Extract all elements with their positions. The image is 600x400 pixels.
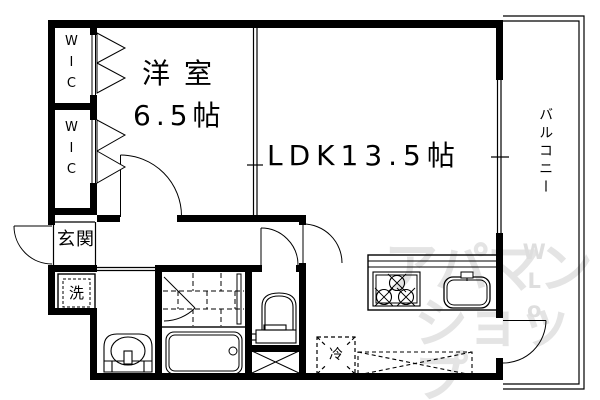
wic1-bifold-door xyxy=(91,32,127,95)
wic2-bifold-door xyxy=(91,119,127,184)
refrigerator-space xyxy=(316,336,356,375)
watermark-line1: アパマン xyxy=(384,237,593,300)
kitchen-sink xyxy=(443,271,491,309)
fixture-label-fridge: 冷 xyxy=(329,347,343,363)
kitchen-counter xyxy=(367,254,498,311)
bathroom-tiles xyxy=(163,273,244,326)
frames-and-windows xyxy=(52,15,585,390)
toilet xyxy=(249,292,297,344)
doors xyxy=(13,32,547,364)
stove xyxy=(372,271,421,307)
fixtures xyxy=(57,254,498,379)
room-label-wic2: WIC xyxy=(63,120,79,183)
room-label-genkan: 玄関 xyxy=(57,229,95,250)
room-label-western-room: 洋室 xyxy=(142,57,227,90)
laundry-pan xyxy=(57,273,96,313)
entrance-door xyxy=(13,225,53,265)
balcony-outline xyxy=(503,15,585,390)
fixture-label-laundry: 洗 xyxy=(69,284,85,302)
ldk-window xyxy=(491,80,509,233)
wash-basin xyxy=(103,333,153,373)
room-label-balcony: バルコニー xyxy=(537,107,554,197)
storage-space xyxy=(357,351,473,376)
fridge-label-backing xyxy=(326,345,346,365)
toilet-door xyxy=(260,227,299,266)
room-label-ldk: LDK13.5帖 xyxy=(267,139,461,172)
watermark-vertical-letters: WLo xyxy=(522,240,547,327)
room-partition-window xyxy=(247,28,263,215)
shower-track xyxy=(236,273,242,325)
bathtub xyxy=(159,326,249,379)
room-label-wic1: WIC xyxy=(63,34,79,97)
hall-ldk-door xyxy=(302,223,343,264)
balcony-door xyxy=(502,320,547,364)
room-size-western-room: 6.5帖 xyxy=(133,99,226,132)
washroom-threshold xyxy=(97,266,155,272)
pipe-shaft xyxy=(251,350,300,374)
